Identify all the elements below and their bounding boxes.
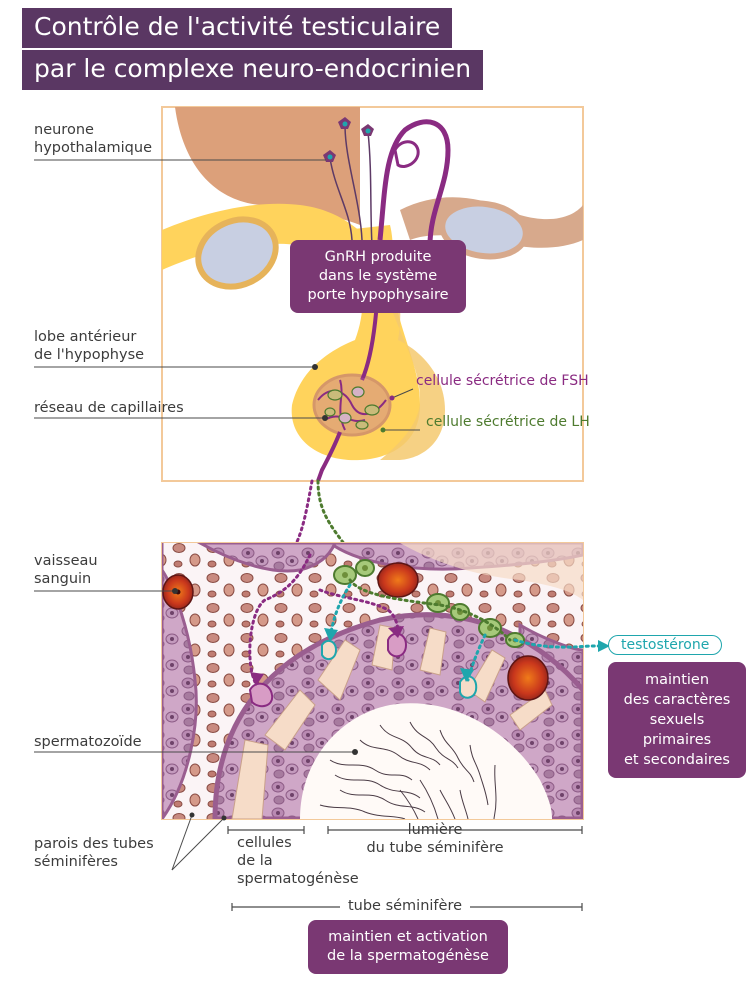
label-fsh: cellule sécrétrice de FSH (416, 373, 589, 389)
label-reseau-capillaires: réseau de capillaires (34, 400, 184, 416)
title-line-2: par le complexe neuro-endocrinien (22, 50, 484, 90)
label-testosterone: testostérone (608, 635, 723, 655)
label-lh: cellule sécrétrice de LH (426, 414, 590, 430)
label-tube-seminifere: tube séminifère (347, 898, 463, 914)
title-line-1: Contrôle de l'activité testiculaire (22, 8, 453, 48)
label-spermatozoide: spermatozoïde (34, 734, 142, 750)
